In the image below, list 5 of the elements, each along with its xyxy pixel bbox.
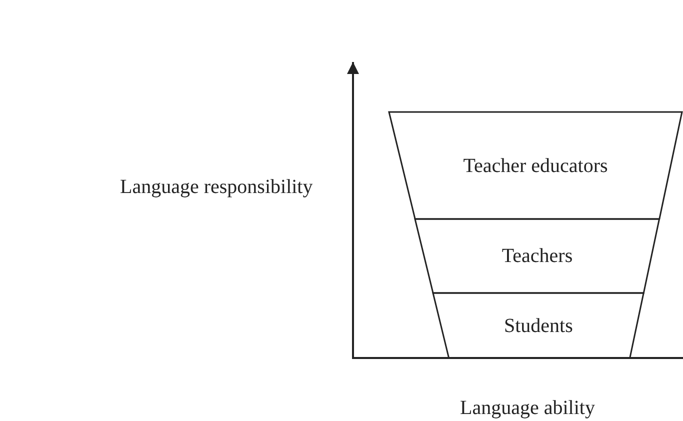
band-label: Teachers [500,244,574,268]
band-label: Teacher educators [462,154,609,178]
axis-label: Language responsibility [120,175,313,199]
axis-label: Language ability [460,396,595,420]
band-label: Students [502,314,574,338]
